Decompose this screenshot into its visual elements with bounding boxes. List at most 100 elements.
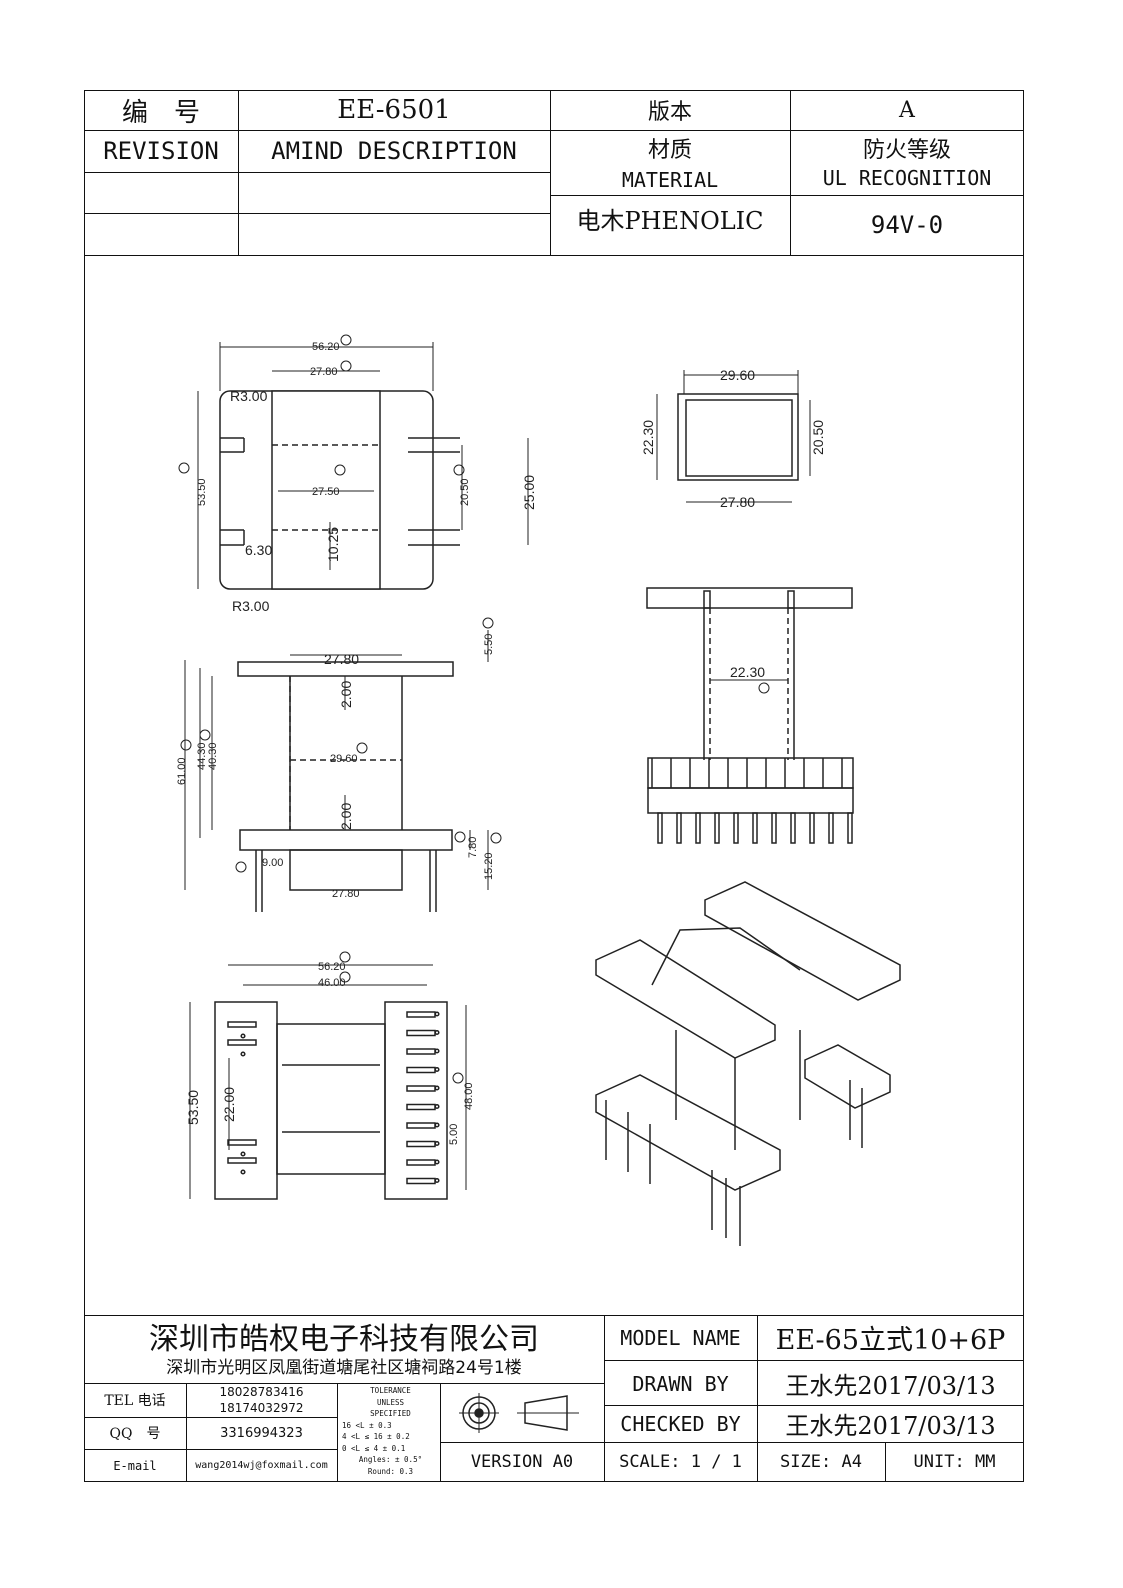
email-label: E-mail xyxy=(113,1458,157,1473)
right-slot xyxy=(406,1085,436,1092)
right-slot xyxy=(406,1011,436,1018)
rect-top: 29.60 xyxy=(720,367,755,383)
footer-line-d xyxy=(604,1442,1024,1443)
footer-col-3 xyxy=(885,1442,886,1482)
top-view-core xyxy=(271,390,381,590)
left-pin-hole xyxy=(240,1051,246,1057)
company-address: 深圳市光明区凤凰街道塘尾社区塘祠路24号1楼 xyxy=(166,1357,522,1378)
front-spacing: 22.30 xyxy=(730,664,765,680)
header-line-2 xyxy=(84,172,550,173)
part-number: EE-6501 xyxy=(337,95,451,125)
right-pin-hole xyxy=(434,1085,440,1091)
rect-bottom: 27.80 xyxy=(720,494,755,510)
drawn-by-value: 王水先2017/03/13 xyxy=(785,1372,996,1400)
email-value: wang2014wj@foxmail.com xyxy=(195,1460,328,1471)
dim-inner: 27.80 xyxy=(310,366,338,378)
version-label: 版本 xyxy=(647,100,692,125)
right-pin-hole xyxy=(434,1011,440,1017)
dim-slot: 6.30 xyxy=(245,542,272,558)
side-top-off: 5.50 xyxy=(483,634,495,655)
right-slot xyxy=(406,1122,436,1129)
right-slot xyxy=(406,1103,436,1111)
tolerance-round: Round: 0.3 xyxy=(367,1466,414,1476)
left-pin-hole xyxy=(240,1151,246,1157)
bottom-width: 56.20 xyxy=(318,961,346,973)
material-value: 电木PHENOLIC xyxy=(576,206,764,235)
revision-label: REVISION xyxy=(103,137,219,165)
qq-label: QQ 号 xyxy=(109,1426,161,1442)
right-slot xyxy=(406,1048,436,1055)
front-pin xyxy=(657,812,663,844)
right-pin-hole xyxy=(434,1048,440,1054)
left-slot xyxy=(227,1157,257,1164)
left-slot xyxy=(227,1021,257,1028)
outer-rect xyxy=(677,393,799,481)
footer-top-line xyxy=(84,1315,1024,1316)
footer-line-a xyxy=(84,1383,604,1384)
right-pin-hole xyxy=(434,1066,440,1073)
isometric-view xyxy=(595,881,901,1246)
number-label: 编 号 xyxy=(121,97,200,128)
footer-line-e xyxy=(84,1417,337,1418)
footer-line-g xyxy=(440,1442,604,1443)
front-pin xyxy=(809,812,815,844)
fire-rating-value: 94V-0 xyxy=(870,211,944,239)
bottom-pin-span: 22.00 xyxy=(221,1087,237,1122)
front-pin xyxy=(714,812,720,844)
side-wall-bottom: 2.00 xyxy=(338,803,354,830)
header-col-3 xyxy=(790,90,791,255)
drawn-by-label: DRAWN BY xyxy=(632,1371,729,1396)
side-flange: 27.80 xyxy=(324,651,359,667)
material-label-en: MATERIAL xyxy=(621,168,719,192)
side-pin-len: 15.20 xyxy=(483,852,495,880)
front-pin xyxy=(847,812,853,844)
footer-col-a xyxy=(186,1383,187,1482)
right-pin-hole xyxy=(434,1140,440,1147)
left-slot xyxy=(227,1139,257,1146)
footer-line-b xyxy=(604,1360,1024,1361)
dim-gap: 10.25 xyxy=(325,527,341,562)
right-pin-hole xyxy=(434,1029,440,1036)
bottom-pitch: 5.00 xyxy=(448,1124,460,1145)
side-pin-step: 9.00 xyxy=(262,857,283,869)
tolerance-block: TOLERANCE UNLESS SPECIFIED 16 <L ± 0.3 4… xyxy=(339,1385,439,1480)
side-inner: 40.30 xyxy=(207,742,219,770)
company-name: 深圳市皓权电子科技有限公司 xyxy=(149,1322,539,1357)
fire-rating-label-en: UL RECOGNITION xyxy=(822,166,992,190)
right-pin-hole xyxy=(434,1103,440,1110)
rect-right: 20.50 xyxy=(810,420,826,455)
header-line-4 xyxy=(550,195,1024,196)
side-base: 7.80 xyxy=(467,837,479,858)
side-wall-top: 2.00 xyxy=(338,681,354,708)
bottom-height: 53.50 xyxy=(185,1090,201,1125)
fire-rating-label-cn: 防火等级 xyxy=(862,138,951,163)
side-base xyxy=(239,829,453,851)
checked-by-value: 王水先2017/03/13 xyxy=(785,1412,996,1440)
bottom-view xyxy=(189,951,467,1200)
unit-label: UNIT: MM xyxy=(913,1452,996,1472)
dim-width: 56.20 xyxy=(312,341,340,353)
right-pin-hole xyxy=(434,1159,440,1165)
drawing-frame xyxy=(84,90,1024,1482)
tolerance-specified: SPECIFIED xyxy=(370,1409,411,1418)
projection-symbol-icon xyxy=(459,1393,579,1433)
dim-outer-pin: 25.00 xyxy=(521,475,537,510)
footer-col-b xyxy=(337,1383,338,1482)
version-value: A xyxy=(899,97,915,123)
footer-line-f xyxy=(84,1449,337,1450)
left-slot xyxy=(227,1039,257,1046)
header-col-1 xyxy=(238,90,239,255)
front-pin xyxy=(771,812,777,844)
header-col-2 xyxy=(550,90,551,255)
bottom-pitch-span: 46.00 xyxy=(318,977,346,989)
core-section-view xyxy=(656,370,811,503)
tolerance-title: TOLERANCE xyxy=(370,1386,411,1395)
front-pin xyxy=(695,812,701,844)
dim-height: 53.50 xyxy=(196,478,208,506)
header-line-1 xyxy=(84,130,1024,131)
front-view xyxy=(646,587,854,844)
right-pin-hole xyxy=(434,1122,440,1128)
footer-col-c xyxy=(440,1383,441,1482)
material-label-cn: 材质 xyxy=(647,138,692,163)
